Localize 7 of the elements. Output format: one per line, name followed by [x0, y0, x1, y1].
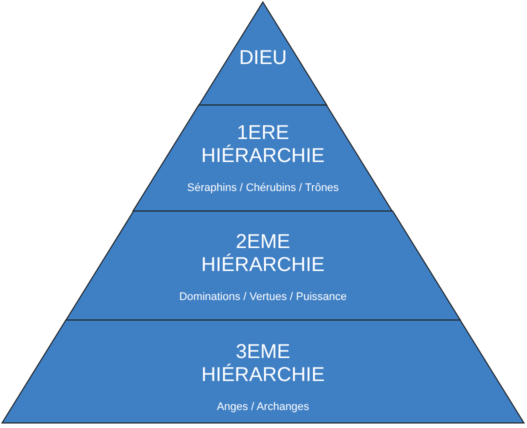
tier-subtitle: Séraphins / Chérubins / Trônes	[187, 182, 339, 195]
tier-title: 2EME HIÉRARCHIE	[200, 231, 326, 277]
tier-title: DIEU	[238, 47, 288, 70]
tier-subtitle: Anges / Archanges	[216, 401, 310, 414]
tier-subtitle: Dominations / Vertues / Puissance	[179, 291, 347, 304]
tier-title: 3EME HIÉRARCHIE	[200, 341, 326, 387]
tier-title: 1ERE HIÉRARCHIE	[200, 122, 326, 168]
